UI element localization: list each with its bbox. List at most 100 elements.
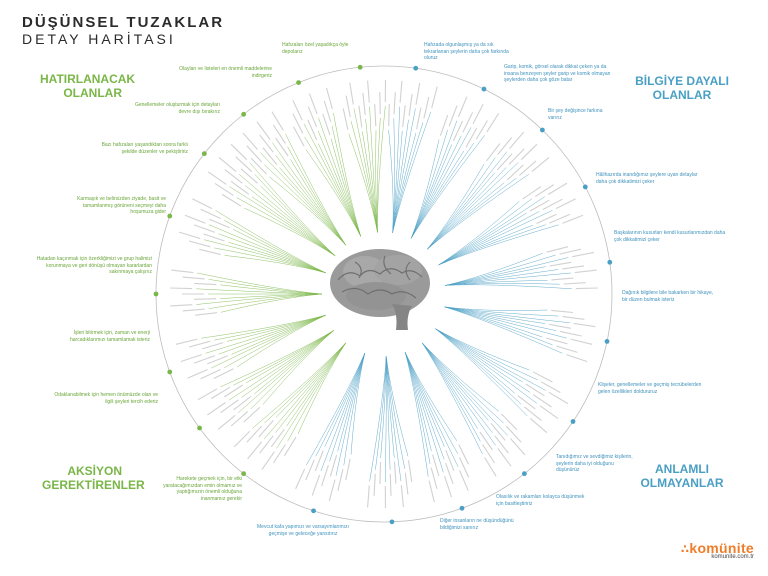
- ring-dot: [167, 213, 173, 219]
- branch-line: [224, 219, 326, 274]
- branch-line: [304, 136, 362, 237]
- note-15: Dağınık bilgilere bile bakarken bir hika…: [622, 290, 714, 303]
- bias-label-mark: [233, 396, 252, 411]
- branch-line: [392, 119, 409, 233]
- bias-label-mark: [349, 82, 354, 105]
- bias-label-mark: [218, 157, 237, 173]
- bias-label-mark: [358, 105, 363, 128]
- bias-label-mark: [563, 282, 586, 285]
- bias-label-mark: [342, 108, 349, 131]
- ring-dot: [570, 419, 576, 424]
- bias-label-mark: [292, 100, 303, 121]
- logo-dots-icon: ∴: [680, 542, 690, 556]
- note-17: Hâlihazırda inandığımız şeylere uyan det…: [596, 172, 698, 185]
- branch-line: [426, 177, 517, 250]
- bias-label-mark: [321, 465, 329, 487]
- bias-label-mark: [201, 342, 224, 350]
- branch-line: [224, 314, 326, 369]
- note-5: Karmaşık ve belirsizden ziyade, basit ve…: [77, 196, 166, 215]
- bias-label-mark: [574, 269, 597, 274]
- bias-label-mark: [283, 436, 297, 457]
- bias-label-mark: [230, 143, 248, 161]
- branch-line: [426, 173, 530, 250]
- branch-line: [329, 352, 366, 462]
- bias-label-mark: [452, 120, 464, 142]
- bias-label-mark: [214, 182, 234, 196]
- note-2: Olayları ve listeleri en önemli maddeler…: [179, 66, 272, 79]
- bias-label-mark: [367, 485, 370, 508]
- branch-line: [385, 355, 409, 457]
- branch-line: [224, 255, 326, 274]
- bias-label-mark: [275, 137, 289, 157]
- bias-label-mark: [345, 458, 351, 481]
- ring-dot: [413, 65, 419, 71]
- branch-line: [392, 122, 424, 233]
- branch-line: [410, 142, 475, 239]
- branch-line: [438, 210, 553, 266]
- note-4: Bazı hafızaları yaşandıktan sonra farklı…: [101, 142, 188, 155]
- bias-label-mark: [551, 277, 574, 281]
- note-9: Harekete geçmek için, bir etki yaratacağ…: [163, 476, 242, 502]
- bias-label-mark: [224, 169, 243, 184]
- branch-line: [333, 112, 362, 237]
- ring-dot: [521, 471, 527, 477]
- ring-dot: [153, 291, 159, 297]
- bias-label-mark: [171, 269, 194, 274]
- bias-label-mark: [549, 323, 571, 329]
- bias-label-mark: [345, 95, 351, 118]
- bias-label-mark: [475, 120, 488, 140]
- bias-label-mark: [536, 213, 557, 224]
- branch-line: [252, 342, 346, 429]
- bias-label-mark: [458, 444, 469, 465]
- branch-line: [385, 355, 406, 469]
- bias-label-mark: [170, 287, 193, 290]
- bias-label-mark: [207, 355, 229, 365]
- bias-label-mark: [337, 469, 344, 491]
- branch-line: [269, 176, 346, 246]
- bias-label-mark: [195, 312, 218, 316]
- branch-line: [438, 198, 533, 266]
- note-20: Hafızada olgunlaşmış ya da sık tekrarlan…: [424, 42, 509, 61]
- ring-dot: [604, 339, 610, 344]
- branch-line: [392, 108, 416, 233]
- bias-label-mark: [388, 104, 390, 127]
- title-line-2: DETAY HARİTASI: [22, 31, 176, 47]
- bias-label-mark: [272, 444, 286, 464]
- ring-dot: [607, 259, 613, 265]
- bias-label-mark: [329, 455, 338, 477]
- bias-label-mark: [525, 383, 545, 397]
- branch-line: [262, 330, 334, 405]
- bias-label-mark: [547, 182, 568, 195]
- note-3: Genellemeler oluşturmak için detayları d…: [134, 102, 220, 115]
- branch-line: [197, 272, 323, 295]
- branch-line: [369, 355, 387, 482]
- bias-label-mark: [292, 113, 304, 134]
- bias-label-mark: [457, 96, 468, 118]
- branch-line: [305, 149, 362, 237]
- branch-line: [404, 352, 459, 454]
- bias-label-mark: [572, 251, 595, 258]
- bias-label-mark: [200, 208, 221, 219]
- bias-label-mark: [262, 147, 278, 165]
- branch-line: [377, 105, 386, 233]
- branch-line: [214, 247, 326, 274]
- ring-dot: [201, 151, 207, 157]
- branch-line: [306, 352, 366, 466]
- branch-line: [233, 330, 334, 386]
- bias-label-mark: [328, 479, 336, 502]
- bias-label-mark: [170, 304, 193, 307]
- note-16: Başkalarının kusurları kendi kusurlarımı…: [614, 230, 726, 243]
- bias-label-mark: [529, 199, 550, 212]
- bias-label-mark: [187, 369, 208, 379]
- bias-label-mark: [494, 435, 509, 454]
- branch-line: [220, 293, 323, 313]
- bias-label-mark: [182, 308, 205, 312]
- ring-dot: [459, 505, 465, 511]
- bias-label-mark: [539, 405, 559, 420]
- bias-label-mark: [549, 213, 570, 224]
- note-18: Bir şey değişince farkına varırız: [548, 108, 603, 121]
- bias-label-mark: [203, 233, 225, 242]
- bias-label-mark: [182, 276, 205, 280]
- bias-label-mark: [430, 467, 438, 490]
